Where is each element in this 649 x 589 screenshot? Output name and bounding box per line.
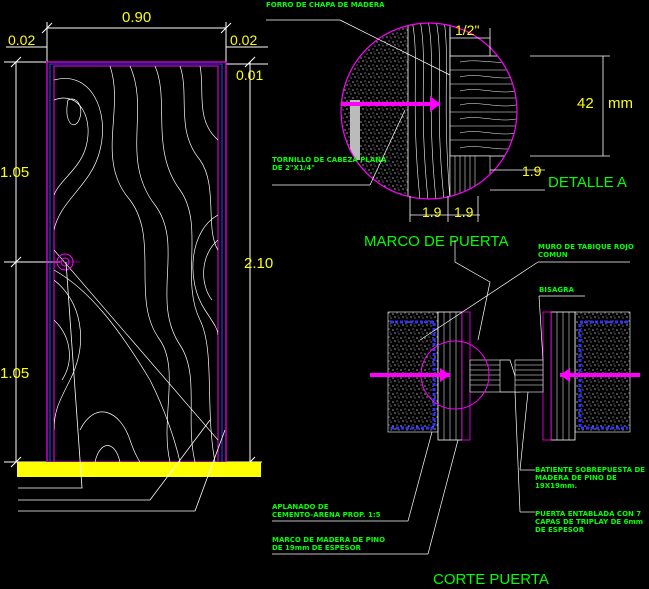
hinge-label: BISAGRA — [539, 286, 575, 294]
wood-grain — [54, 66, 218, 462]
detail-half-inch-dimension: 1/2" — [455, 22, 479, 38]
right-gap-dimension: 0.02 — [230, 32, 257, 48]
detail-thickness-dimension: 42 — [577, 95, 594, 112]
frame-title: MARCO DE PUERTA — [364, 233, 508, 250]
upper-height-dimension: 1.05 — [0, 164, 29, 181]
lower-height-dimension: 1.05 — [0, 365, 29, 382]
detail-a: 42 mm 1/2" 1.9 1.9 1.9 DETALLE A FORRO D… — [266, 1, 633, 250]
floor-slab — [17, 462, 261, 477]
right-screw — [560, 373, 640, 377]
left-gap-dimension: 0.02 — [8, 32, 35, 48]
left-screw — [370, 373, 450, 377]
door-width-dimension: 0.90 — [122, 9, 151, 26]
detail-a-title: DETALLE A — [548, 174, 627, 191]
detail-unit-label: mm — [608, 95, 633, 112]
door-elevation: 0.90 0.02 0.02 0.01 1.05 1.05 2.10 — [0, 9, 273, 512]
detail-dim-b: 1.9 — [454, 204, 474, 220]
veneer-label: FORRO DE CHAPA DE MADERA — [266, 1, 385, 9]
total-height-dimension: 2.10 — [244, 255, 273, 272]
detail-dim-c: 1.9 — [522, 163, 542, 179]
section-title: CORTE PUERTA — [433, 571, 549, 588]
detail-dim-a: 1.9 — [422, 204, 442, 220]
